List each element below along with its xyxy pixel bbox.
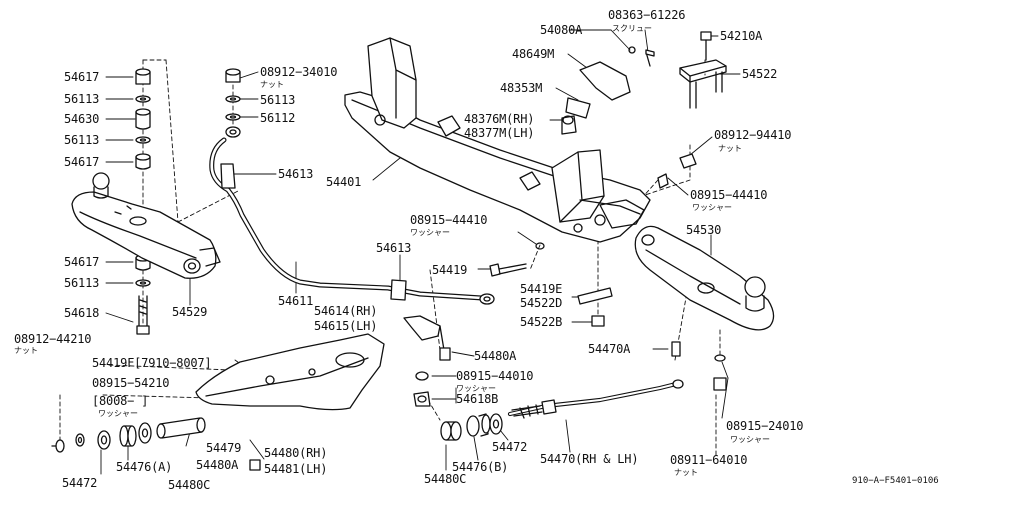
label-54479: 54479 (206, 441, 242, 455)
label-54522b: 54522B (520, 315, 563, 329)
label-54617-top: 54617 (64, 70, 100, 84)
label-56113-c: 56113 (64, 276, 100, 290)
label-8008: [8008− ] (92, 394, 149, 408)
label-48377m: 48377M(LH) (464, 126, 535, 140)
label-54611: 54611 (278, 294, 314, 308)
label-54480c-b: 54480C (424, 472, 467, 486)
label-54480a-b: 54480A (474, 349, 517, 363)
label-48649m: 48649M (512, 47, 555, 61)
label-08915-54210: 08915−54210 (92, 376, 170, 390)
label-54470a: 54470A (588, 342, 631, 356)
label-washer-3: ワッシャー (410, 228, 450, 237)
label-54614rh: 54614(RH) (314, 304, 378, 318)
label-08912-94410: 08912−94410 (714, 128, 792, 142)
label-54529: 54529 (172, 305, 208, 319)
label-08911-64010: 08911−64010 (670, 453, 748, 467)
label-nut-2: ナット (260, 80, 284, 89)
label-54618: 54618 (64, 306, 100, 320)
label-nut-1: ナット (14, 346, 38, 355)
bushing-set-a (51, 417, 261, 471)
label-08363-61226: 08363−61226 (608, 8, 686, 22)
strut-bar (507, 379, 684, 419)
label-54613-b: 54613 (376, 241, 412, 255)
label-56113-d: 56113 (260, 93, 296, 107)
left-lower-arm (71, 172, 221, 279)
label-washer-5: ワッシャー (730, 435, 770, 444)
label-48353m: 48353M (500, 81, 543, 95)
label-54480a: 54480A (196, 458, 239, 472)
label-48376m: 48376M(RH) (464, 112, 535, 126)
label-54472-a: 54472 (62, 476, 98, 490)
left-stack-parts (135, 68, 151, 335)
label-54617-c: 54617 (64, 255, 100, 269)
label-56113-b: 56113 (64, 133, 100, 147)
label-54615lh: 54615(LH) (314, 319, 378, 333)
label-54472-b: 54472 (492, 440, 528, 454)
label-54476b: 54476(B) (452, 460, 509, 474)
label-54480rh: 54480(RH) (264, 446, 328, 460)
label-washer-1: ワッシャー (98, 409, 138, 418)
label-54419: 54419 (432, 263, 468, 277)
label-54617-b: 54617 (64, 155, 100, 169)
leader-lines (59, 29, 741, 475)
label-nut-3: ナット (718, 144, 742, 153)
middle-hardware (489, 242, 727, 391)
engine-mount-parts (561, 46, 655, 135)
label-54630: 54630 (64, 112, 100, 126)
label-56112: 56112 (260, 111, 296, 125)
label-54080a: 54080A (540, 23, 583, 37)
label-08915-24010: 08915−24010 (726, 419, 804, 433)
label-54613-a: 54613 (278, 167, 314, 181)
right-lower-arm (634, 225, 775, 331)
label-54481lh: 54481(LH) (264, 462, 328, 476)
label-54530: 54530 (686, 223, 722, 237)
label-08915-44410-b: 08915−44410 (410, 213, 488, 227)
label-54419f: 54419F[7910−8007] (92, 356, 212, 370)
suspension-member (195, 315, 451, 411)
label-54522d: 54522D (520, 296, 563, 310)
bushing-set-b (440, 413, 503, 441)
label-54419e: 54419E (520, 282, 563, 296)
bracket-54522 (657, 31, 727, 189)
label-08912-34010: 08912−34010 (260, 65, 338, 79)
label-08912-44210: 08912−44210 (14, 332, 92, 346)
label-54470: 54470(RH & LH) (540, 452, 639, 466)
label-nut-4: ナット (674, 468, 698, 477)
label-08915-44010: 08915−44010 (456, 369, 534, 383)
label-screw: スクリュー (612, 24, 652, 33)
label-54618b: 54618B (456, 392, 499, 406)
label-54522: 54522 (742, 67, 778, 81)
stabilizer-bar (209, 68, 495, 305)
label-washer-2: ワッシャー (692, 203, 732, 212)
label-54476a: 54476(A) (116, 460, 173, 474)
label-54401: 54401 (326, 175, 362, 189)
figure-code: 910−A−F5401−0106 (852, 476, 939, 486)
label-54480c-a: 54480C (168, 478, 211, 492)
label-54210a: 54210A (720, 29, 763, 43)
label-washer-4: ワッシャー (456, 384, 496, 393)
label-08915-44410-a: 08915−44410 (690, 188, 768, 202)
label-56113-a: 56113 (64, 92, 100, 106)
crossmember (344, 37, 651, 243)
